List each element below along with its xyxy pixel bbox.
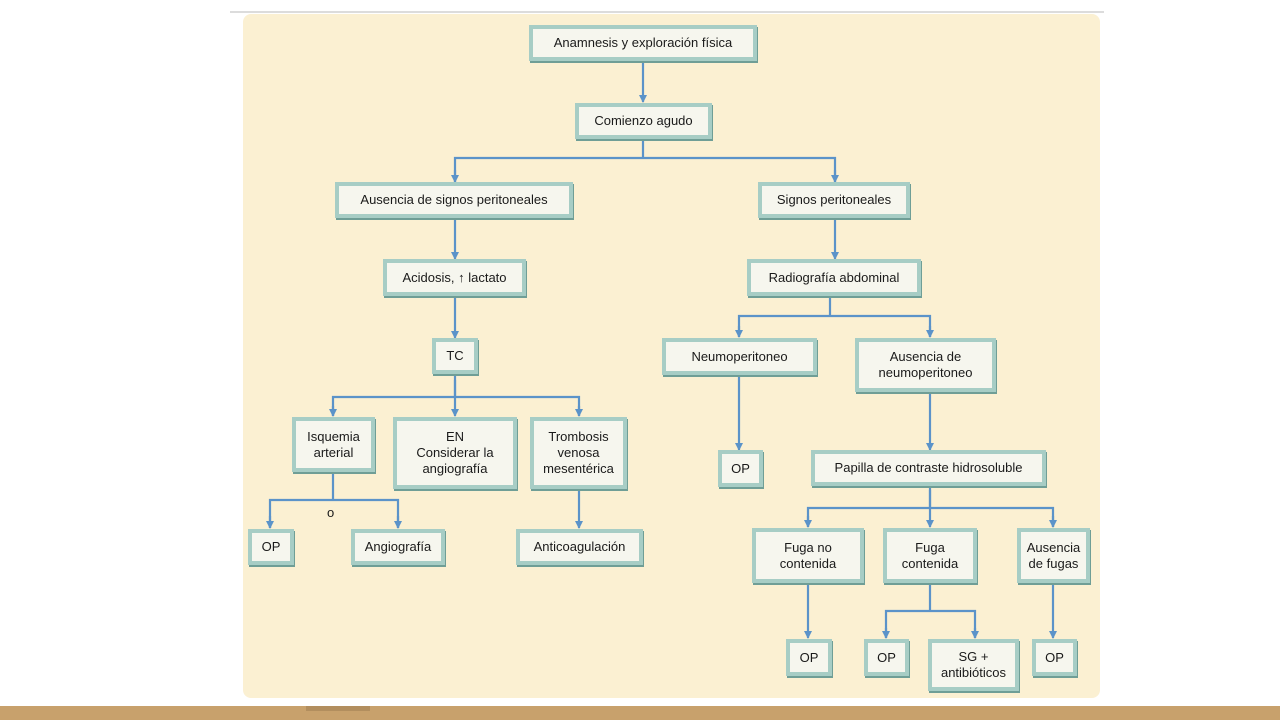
node-angiografia: Angiografía bbox=[351, 529, 445, 565]
node-op-fuga-no-contenida: OP bbox=[786, 639, 832, 676]
node-anamnesis: Anamnesis y exploración física bbox=[529, 25, 757, 61]
connector-radiografia-split bbox=[737, 296, 932, 337]
node-op-fuga-contenida: OP bbox=[864, 639, 909, 676]
node-neumoperitoneo: Neumoperitoneo bbox=[662, 338, 817, 375]
node-op-ausencia-fugas: OP bbox=[1032, 639, 1077, 676]
node-tc: TC bbox=[432, 338, 478, 374]
footer-strip bbox=[0, 706, 1280, 720]
node-signos-peritoneales: Signos peritoneales bbox=[758, 182, 910, 218]
node-trombosis-venosa-mesenterica: Trombosis venosa mesentérica bbox=[530, 417, 627, 489]
or-label: o bbox=[327, 505, 335, 520]
node-en-considerar-angiografia: EN Considerar la angiografía bbox=[393, 417, 517, 489]
node-ausencia-de-fugas: Ausencia de fugas bbox=[1017, 528, 1090, 583]
node-op-isquemia: OP bbox=[248, 529, 294, 565]
node-ausencia-neumoperitoneo: Ausencia de neumoperitoneo bbox=[855, 338, 996, 392]
node-ausencia-signos-peritoneales: Ausencia de signos peritoneales bbox=[335, 182, 573, 218]
node-sg-antibioticos: SG + antibióticos bbox=[928, 639, 1019, 691]
node-op-neumoperitoneo: OP bbox=[718, 450, 763, 487]
node-acidosis-lactato: Acidosis, ↑ lactato bbox=[383, 259, 526, 296]
node-fuga-contenida: Fuga contenida bbox=[883, 528, 977, 583]
node-anticoagulacion: Anticoagulación bbox=[516, 529, 643, 565]
node-papilla-contraste: Papilla de contraste hidrosoluble bbox=[811, 450, 1046, 486]
node-fuga-no-contenida: Fuga no contenida bbox=[752, 528, 864, 583]
caption-fragment bbox=[306, 706, 370, 711]
connector-fuga-contenida-split bbox=[884, 583, 977, 638]
node-isquemia-arterial: Isquemia arterial bbox=[292, 417, 375, 472]
node-radiografia-abdominal: Radiografía abdominal bbox=[747, 259, 921, 296]
node-comienzo-agudo: Comienzo agudo bbox=[575, 103, 712, 139]
connector-comienzo-split bbox=[453, 139, 837, 182]
